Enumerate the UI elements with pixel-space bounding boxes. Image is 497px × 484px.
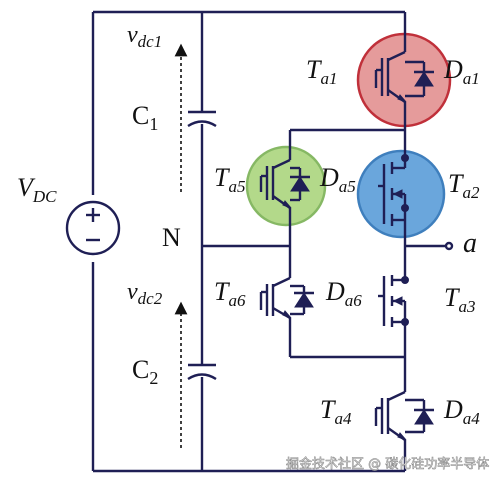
ta3-label: Ta3 [444,283,475,316]
main-wiring [91,10,454,473]
da6-label: Da6 [325,277,362,310]
ta5-highlight [245,145,327,227]
c1-label: C1 [132,101,158,134]
vdc-label: VDC [17,173,57,206]
ta5-igbt-symbol [259,158,310,209]
capacitor-c1-symbol [187,110,217,128]
da5-label: Da5 [319,163,356,196]
ta6-igbt-symbol [259,276,314,320]
c2-label: C2 [132,355,158,388]
ta6-label: Ta6 [214,277,246,310]
ta5-label: Ta5 [214,163,245,196]
ta3-mosfet-symbol [378,272,409,330]
ta2-label: Ta2 [448,169,480,202]
capacitor-c2-symbol [187,363,217,381]
watermark: 掘金技术社区 @ 碳化硅功率半导体 [286,456,489,472]
da4-label: Da4 [443,395,480,428]
vdc2-label: vdc2 [127,279,163,308]
da1-label: Da1 [443,55,480,88]
ta4-label: Ta4 [320,395,352,428]
ta1-label: Ta1 [306,55,337,88]
vdc1-label: vdc1 [127,22,162,51]
dc-source-symbol [65,200,121,256]
ta1-igbt-symbol [374,50,434,103]
ta4-igbt-symbol [374,390,434,441]
neutral-label: N [162,223,181,252]
output-label: a [463,228,477,259]
ta2-mosfet-symbol [378,154,409,230]
